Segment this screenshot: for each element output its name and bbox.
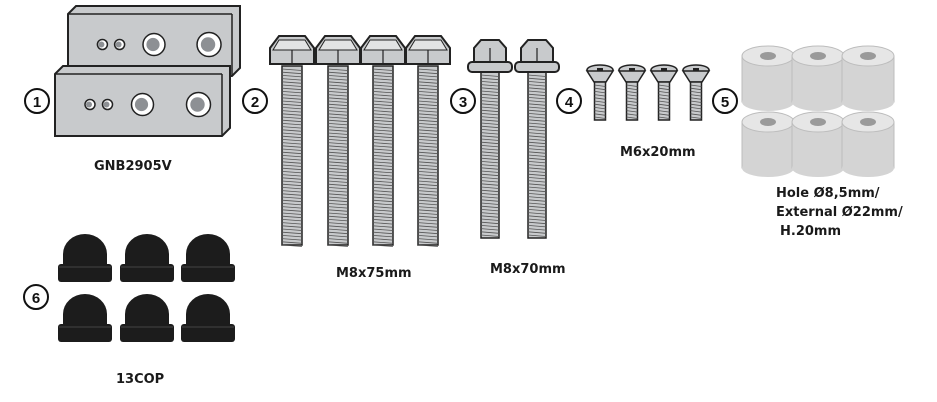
- cap-nut-cover: [181, 234, 235, 282]
- item-1-label: GNB2905V: [94, 159, 172, 174]
- item-6-number: 6: [23, 284, 49, 310]
- spacer: [741, 45, 795, 111]
- svg-text:2: 2: [251, 94, 259, 111]
- svg-text:1: 1: [33, 94, 41, 111]
- countersunk-screw: [617, 64, 647, 121]
- item-5-number: 5: [712, 88, 738, 114]
- cap-nut-cover: [120, 234, 174, 282]
- svg-text:6: 6: [32, 290, 40, 307]
- bracket-block: [67, 5, 241, 77]
- cap-nut-cover: [181, 294, 235, 342]
- cap-nut-cover: [58, 234, 112, 282]
- countersunk-screw: [585, 64, 615, 121]
- item-5-label-line-2: External Ø22mm/: [776, 205, 903, 220]
- hex-bolt: [360, 35, 406, 247]
- item-3-number: 3: [450, 88, 476, 114]
- item-3-label: M8x70mm: [490, 262, 566, 277]
- spacer: [791, 111, 845, 177]
- flange-bolt: [467, 39, 513, 239]
- spacer: [741, 111, 795, 177]
- item-1-number: 1: [24, 88, 50, 114]
- spacer: [841, 45, 895, 111]
- countersunk-screw: [649, 64, 679, 121]
- svg-text:5: 5: [721, 94, 729, 111]
- item-5-label-line-3: H.20mm: [780, 224, 841, 239]
- countersunk-screw: [681, 64, 711, 121]
- flange-bolt: [514, 39, 560, 239]
- hex-bolt: [405, 35, 451, 247]
- item-5-label-line-1: Hole Ø8,5mm/: [776, 186, 880, 201]
- cap-nut-cover: [120, 294, 174, 342]
- spacer: [791, 45, 845, 111]
- cap-nut-cover: [58, 294, 112, 342]
- item-6-label: 13COP: [116, 372, 164, 387]
- item-4-number: 4: [556, 88, 582, 114]
- svg-text:3: 3: [459, 94, 467, 111]
- hex-bolt: [269, 35, 315, 247]
- spacer: [841, 111, 895, 177]
- bracket-block: [54, 65, 231, 137]
- hex-bolt: [315, 35, 361, 247]
- item-4-label: M6x20mm: [620, 145, 696, 160]
- item-2-number: 2: [242, 88, 268, 114]
- item-2-label: M8x75mm: [336, 266, 412, 281]
- svg-text:4: 4: [565, 94, 574, 111]
